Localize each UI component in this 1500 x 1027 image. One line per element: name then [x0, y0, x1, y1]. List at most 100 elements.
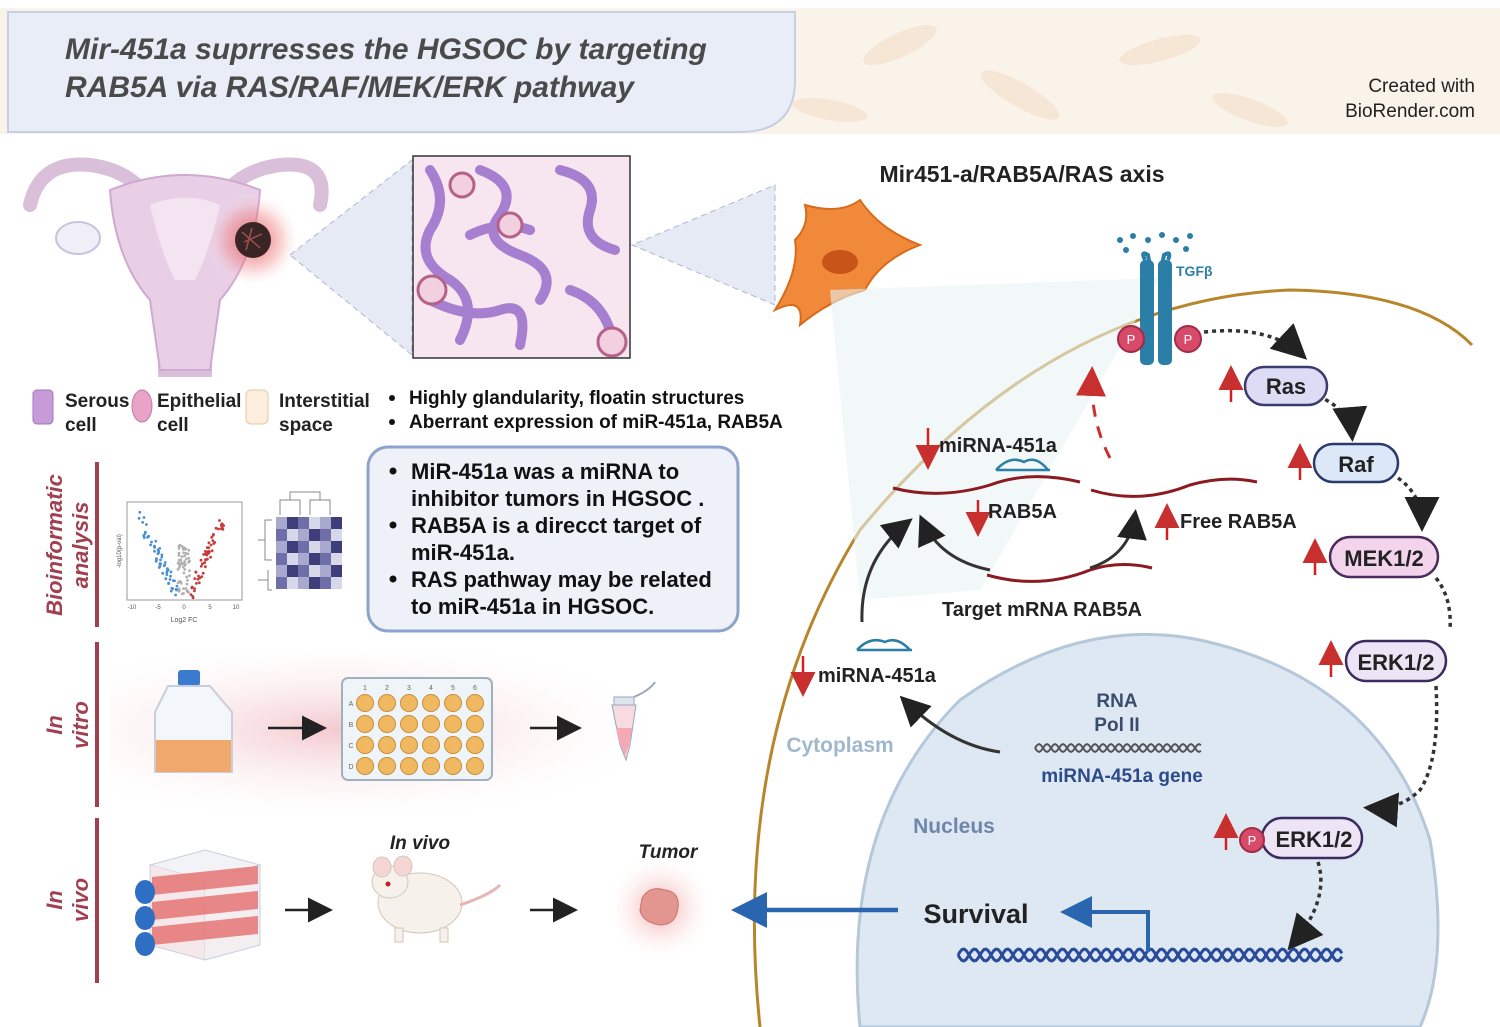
plate-well: [378, 694, 396, 712]
volcano-dot: [209, 555, 213, 559]
volcano-frame: [126, 501, 243, 601]
rna-pol-line2: Pol II: [1094, 715, 1139, 736]
legend-interstitial-line1: Interstitial: [279, 391, 370, 412]
heatmap-cell: [320, 529, 331, 541]
heatmap-cell: [309, 541, 320, 553]
plate-well: [422, 757, 440, 775]
plate-well: [444, 736, 462, 754]
heatmap-cell: [287, 529, 298, 541]
volcano-xlabel: Log2 FC: [171, 617, 198, 624]
heatmap-cell: [331, 553, 342, 565]
volcano-dot: [159, 562, 163, 566]
volcano-dot: [142, 516, 146, 519]
uterine-cavity: [150, 197, 220, 280]
histology-bullet-1: Highly glandularity, floatin structures: [409, 388, 744, 409]
heatmap-cell: [320, 577, 331, 589]
volcano-dot: [167, 581, 171, 585]
mirna-top-label: miRNA-451a: [939, 435, 1058, 457]
heatmap-cell: [298, 517, 309, 529]
cell-nucleus: [822, 250, 858, 274]
volcano-xtick: 0: [182, 605, 186, 611]
in-vivo-bar: [95, 818, 99, 983]
plate-row-label: D: [348, 764, 353, 771]
heatmap-cell: [320, 565, 331, 577]
receptor-feedback-arrow: [1076, 366, 1112, 459]
volcano-dot: [141, 521, 145, 524]
volcano-dot: [182, 565, 185, 569]
histology-bullet-2: Aberrant expression of miR-451a, RAB5A: [409, 412, 783, 433]
survival-label: Survival: [923, 899, 1028, 929]
glandular-structures: [420, 165, 620, 350]
volcano-dot: [169, 574, 172, 578]
volcano-dot: [199, 564, 203, 568]
target-mrna-label: Target mRNA RAB5A: [942, 599, 1142, 621]
heatmap-cell: [331, 541, 342, 553]
heatmap-cell: [276, 529, 287, 541]
volcano-dot: [204, 565, 207, 569]
heatmap-cell: [276, 517, 287, 529]
plate-well: [400, 694, 418, 712]
rna-pol-line1: RNA: [1096, 691, 1137, 712]
volcano-dot: [214, 526, 218, 530]
bioinformatic-line2: analysis: [68, 502, 93, 589]
culture-flask: [154, 670, 233, 773]
target-mrna: [986, 563, 1153, 583]
volcano-dot: [204, 550, 207, 553]
zoom-cone-left: [289, 158, 413, 357]
volcano-dot: [190, 586, 194, 590]
tgf-beta-label: TGFβ: [1176, 263, 1213, 279]
plate-column-label: 4: [429, 685, 433, 692]
volcano-dot: [171, 587, 175, 591]
bound-mrna: [892, 475, 1081, 495]
volcano-dot: [147, 534, 151, 538]
volcano-dot: [179, 561, 183, 564]
volcano-dot: [185, 589, 189, 593]
volcano-dot: [183, 554, 187, 558]
mek-label: MEK1/2: [1344, 546, 1423, 571]
volcano-dot: [210, 536, 214, 539]
pathway-node-erk: ERK1/2: [1318, 639, 1448, 683]
volcano-dot: [180, 592, 184, 596]
plate-well: [466, 736, 484, 754]
volcano-xtick: 5: [208, 605, 212, 611]
volcano-dot: [216, 527, 220, 531]
plate-well: [444, 757, 462, 775]
plate-well: [466, 694, 484, 712]
volcano-dot: [205, 546, 209, 549]
tumor-texture: [241, 227, 263, 251]
in-vivo-line2: vivo: [68, 878, 93, 922]
volcano-xtick: 10: [233, 605, 240, 611]
volcano-dot: [186, 579, 189, 582]
volcano-dot: [145, 523, 148, 526]
dna-strand: [1034, 742, 1202, 754]
title-banner: [7, 11, 796, 133]
heatmap-cell: [320, 553, 331, 565]
heatmap-cell: [309, 565, 320, 577]
raf-label: Raf: [1338, 452, 1374, 477]
microtube: [611, 681, 656, 762]
volcano-dot: [194, 570, 198, 574]
volcano-dot: [202, 561, 206, 565]
volcano-dot: [197, 581, 201, 585]
volcano-dot: [150, 540, 153, 544]
finding-1-line1: MiR-451a was a miRNA to: [411, 459, 679, 484]
mirna-gene-label: miRNA-451a gene: [1041, 766, 1203, 787]
left-ovary: [55, 221, 101, 255]
volcano-dot: [168, 578, 172, 581]
plate-row-label: A: [349, 701, 354, 708]
heatmap-cell: [276, 541, 287, 553]
receptor-chain-left: [1140, 260, 1154, 365]
volcano-dot: [180, 545, 184, 548]
plate-column-label: 1: [363, 685, 367, 692]
dna-strand: [1034, 742, 1202, 754]
volcano-dot: [201, 571, 205, 575]
finding-2-line1: RAB5A is a direcct target of: [411, 513, 702, 538]
in-vivo-panel: In vivo Tumor: [135, 833, 715, 963]
zoom-cone-right: [630, 184, 776, 306]
plate-well: [444, 694, 462, 712]
volcano-dot: [142, 536, 146, 539]
plate-well: [444, 715, 462, 733]
credit-line-2: BioRender.com: [1345, 101, 1475, 122]
heatmap-cell: [276, 553, 287, 565]
